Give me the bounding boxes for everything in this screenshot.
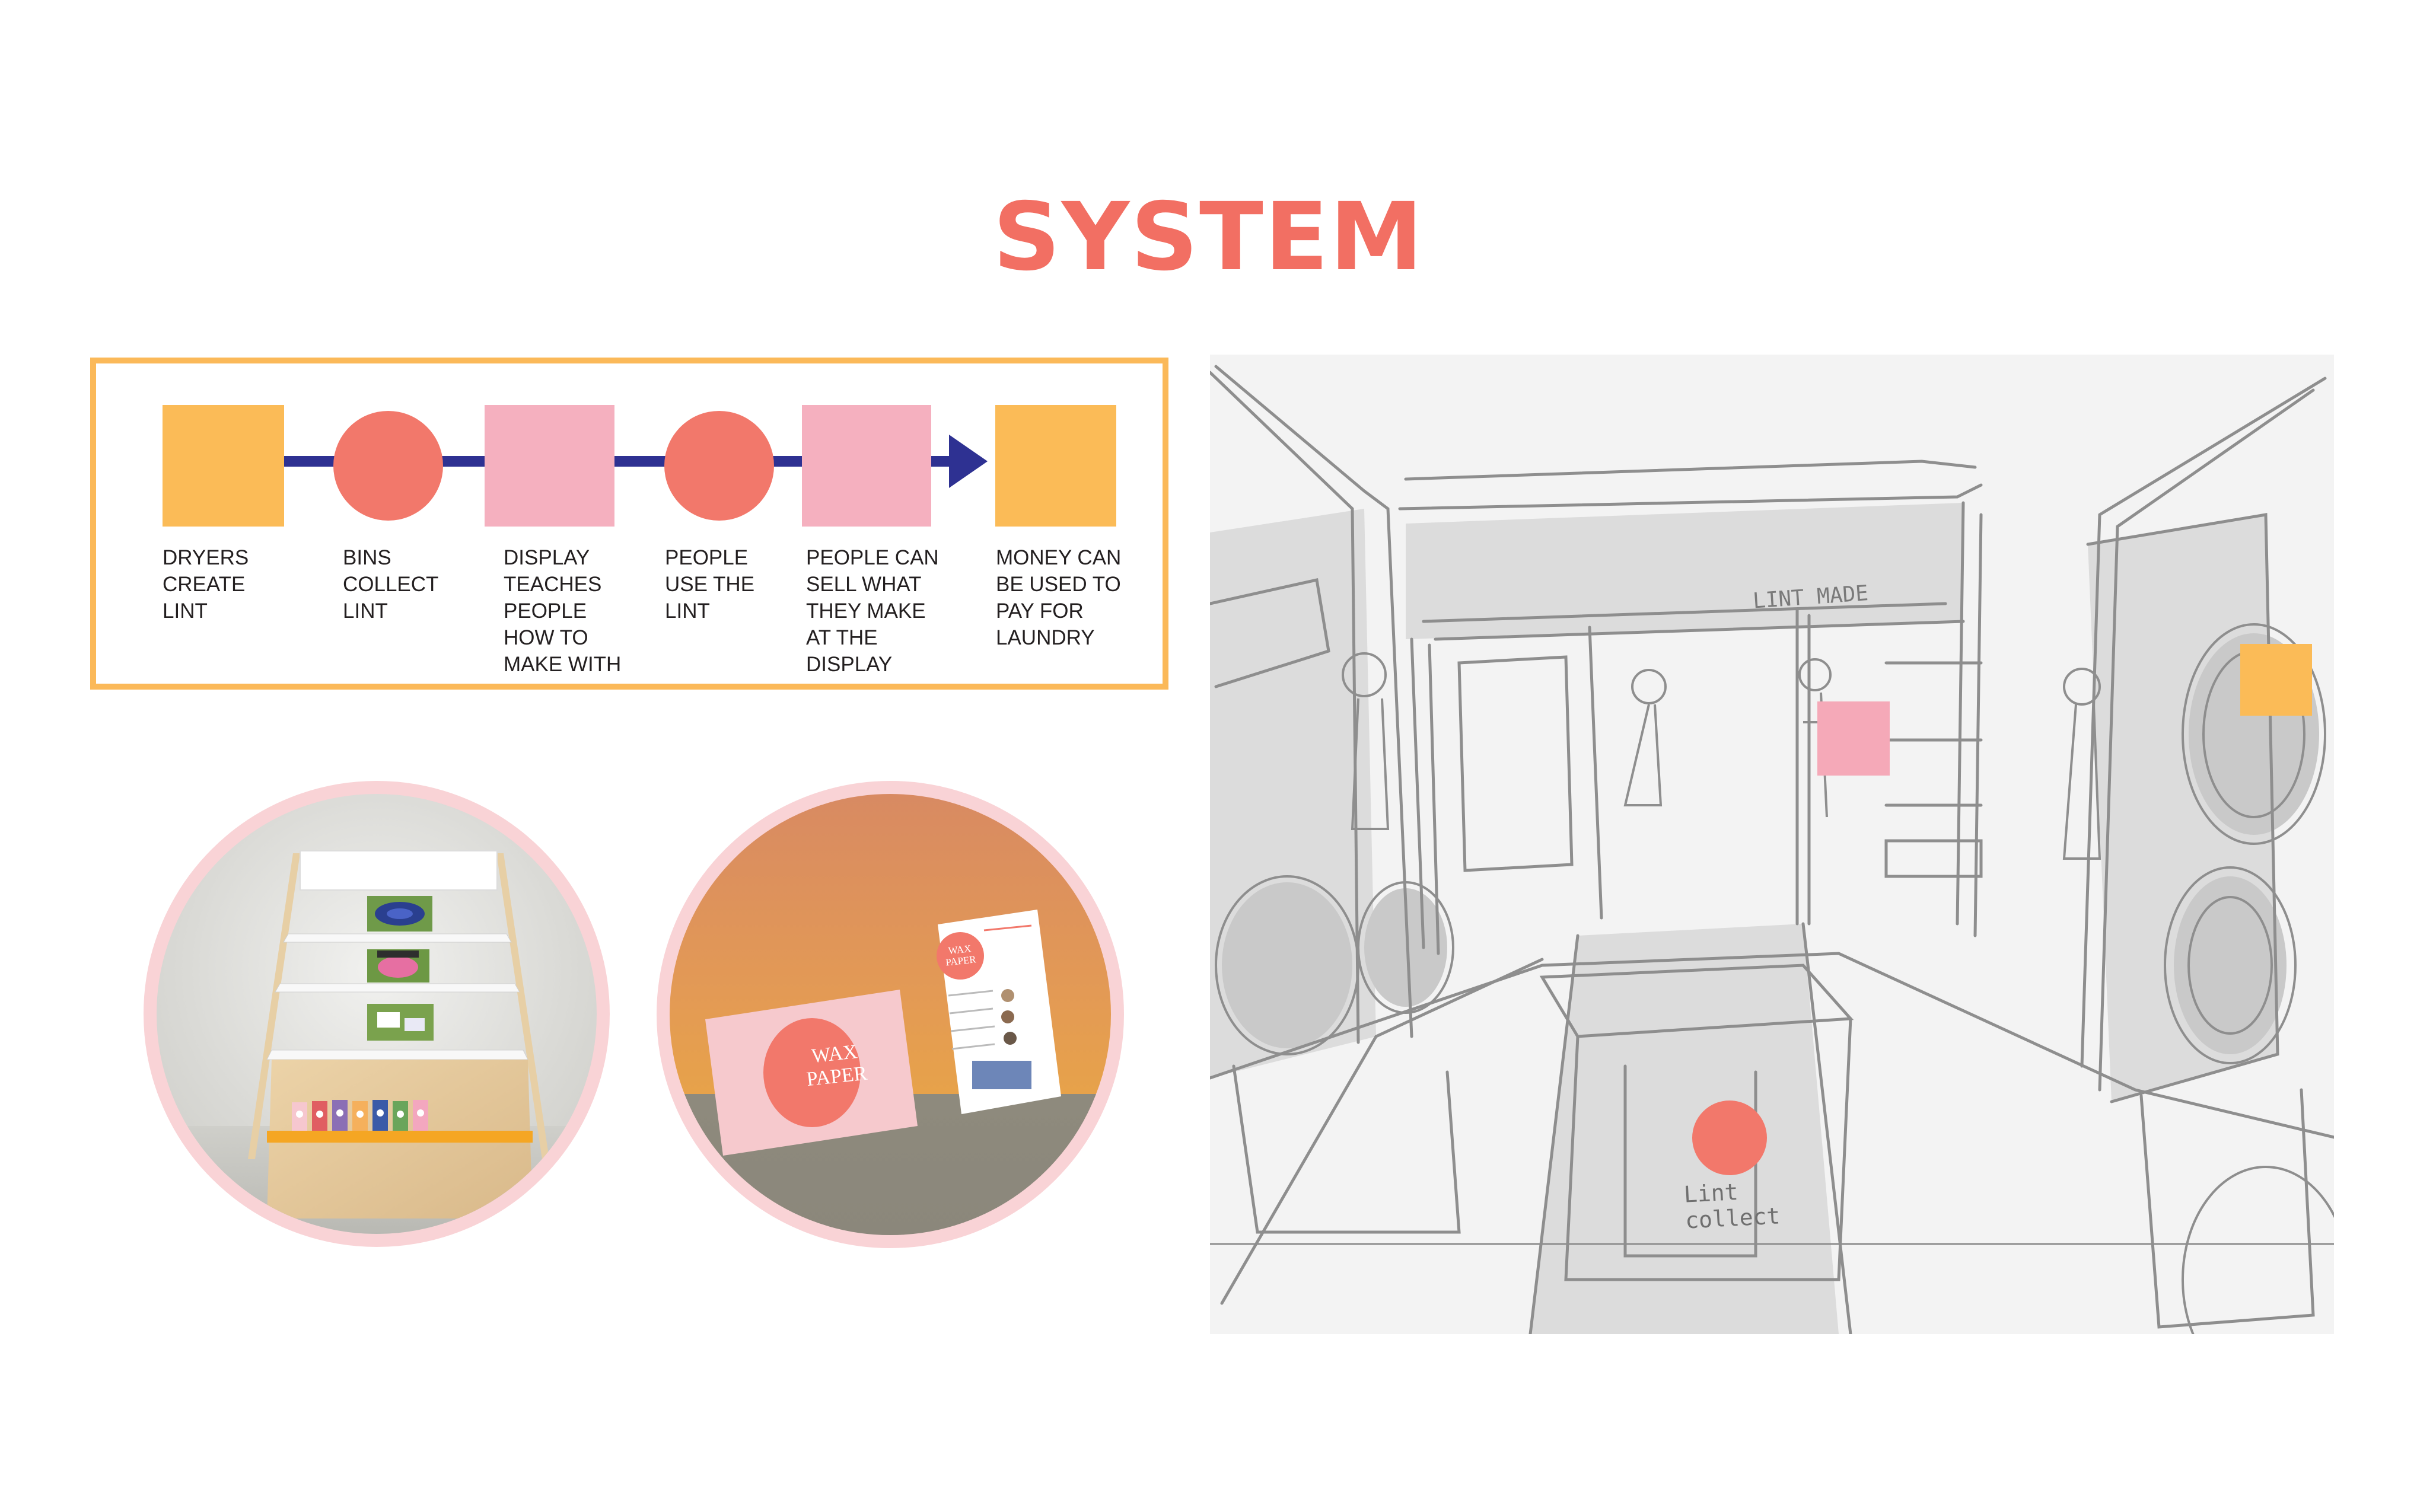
flow-node-people-sell [802, 405, 931, 527]
flow-label-people-use: PEOPLE USE THE LINT [665, 546, 755, 623]
flow-node-bins [333, 411, 443, 521]
flow-node-display [485, 405, 614, 527]
flow-node-dryers [163, 405, 284, 527]
display-shelf-photo [144, 781, 610, 1247]
flow-label-money: MONEY CAN BE USED TO PAY FOR LAUNDRY [996, 546, 1122, 649]
wax-paper-card-photo: WAX PAPER WAX PAPER [657, 781, 1124, 1248]
sketch-drawing-icon [1210, 355, 2334, 1334]
display-shelf-render-icon [157, 850, 597, 1234]
laundromat-sketch: LINT MADE Lint collect [1210, 355, 2334, 1334]
flow-label-bins: BINS COLLECT LINT [343, 546, 439, 623]
flow-label-dryers: DRYERS CREATE LINT [163, 546, 249, 623]
flow-arrow-head [949, 435, 988, 488]
wax-paper-mockup-icon [705, 910, 1061, 1156]
flow-node-people-use [664, 411, 774, 521]
page-title: SYSTEM [993, 183, 1424, 292]
flow-label-display: DISPLAY TEACHES PEOPLE HOW TO MAKE WITH [504, 546, 622, 676]
flow-node-money [995, 405, 1116, 527]
sketch-bin-text: Lint collect [1683, 1178, 1781, 1234]
flow-label-people-sell: PEOPLE CAN SELL WHAT THEY MAKE AT THE DI… [806, 546, 939, 676]
